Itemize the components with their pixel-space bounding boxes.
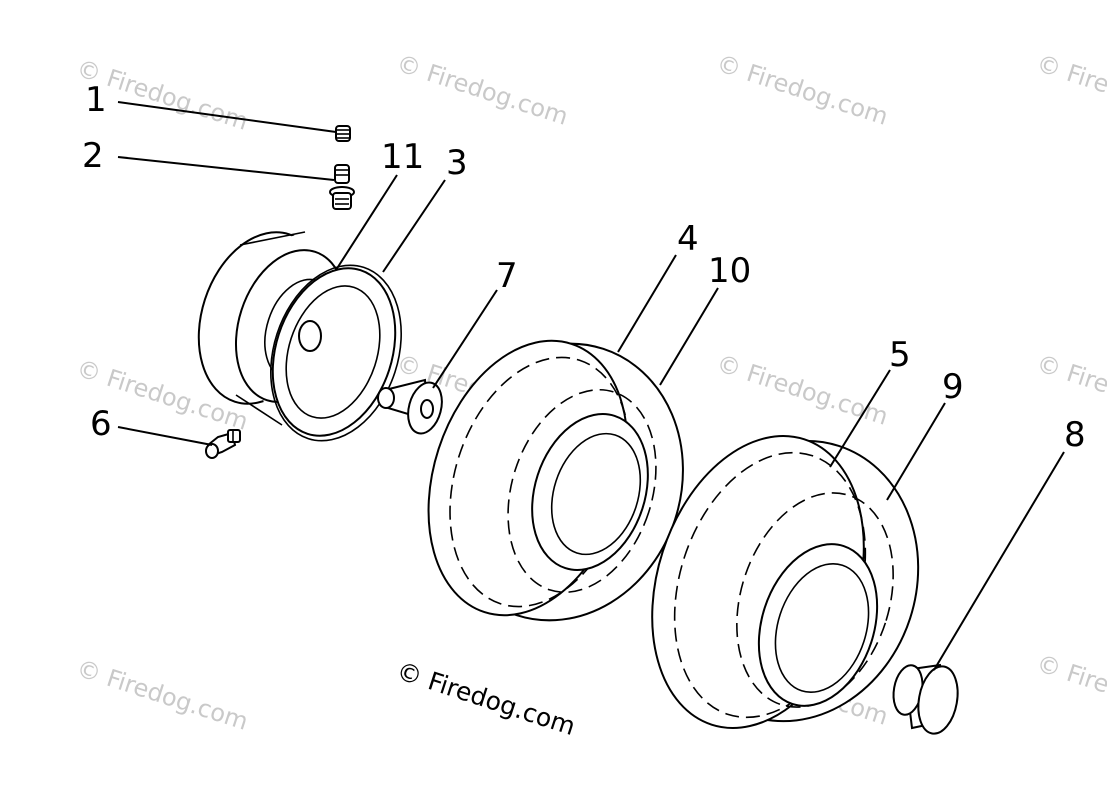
part-3-rim-ring <box>270 264 402 442</box>
watermark-main: © Firedog.com <box>393 656 579 741</box>
callout-9: 9 <box>942 367 964 407</box>
leader-line-3 <box>382 179 446 273</box>
watermark: © Firedog.com <box>393 49 571 131</box>
watermark: © Firedog.com <box>1033 649 1107 731</box>
part-7-bushing <box>377 378 443 435</box>
part-2-valve-stem <box>329 164 355 210</box>
watermark: © Firedog.com <box>73 654 251 736</box>
watermark: © Firedog.com <box>713 49 891 131</box>
watermark: © Firedog.com <box>1033 49 1107 131</box>
callout-labels: 1 2 11 3 7 4 10 6 5 9 8 <box>82 80 1086 455</box>
callout-5: 5 <box>889 335 911 375</box>
part-11-rim <box>197 230 397 437</box>
leader-line-1 <box>117 101 337 133</box>
leader-line-10 <box>659 287 719 386</box>
callout-4: 4 <box>677 219 699 259</box>
callout-6: 6 <box>90 404 112 444</box>
callout-3: 3 <box>446 143 468 183</box>
callout-1: 1 <box>85 80 107 120</box>
part-1-cap <box>335 125 351 142</box>
callout-2: 2 <box>82 136 104 176</box>
leader-line-7 <box>432 289 498 389</box>
leader-line-2 <box>117 156 335 181</box>
part-8-cap <box>892 663 959 735</box>
leader-line-11 <box>335 174 398 271</box>
part-5-tire <box>651 435 920 729</box>
callout-10: 10 <box>708 251 751 291</box>
callout-7: 7 <box>496 256 518 296</box>
watermark: © Firedog.com <box>713 349 891 431</box>
leader-line-5 <box>829 369 891 468</box>
callout-11: 11 <box>381 137 424 177</box>
part-4-tire <box>427 339 684 622</box>
leader-line-6 <box>117 426 213 446</box>
leader-line-9 <box>886 402 946 501</box>
part-6-fitting <box>205 429 241 459</box>
leader-line-4 <box>617 254 677 353</box>
callout-8: 8 <box>1064 415 1086 455</box>
leader-line-8 <box>933 451 1065 671</box>
leader-lines <box>117 101 1065 671</box>
